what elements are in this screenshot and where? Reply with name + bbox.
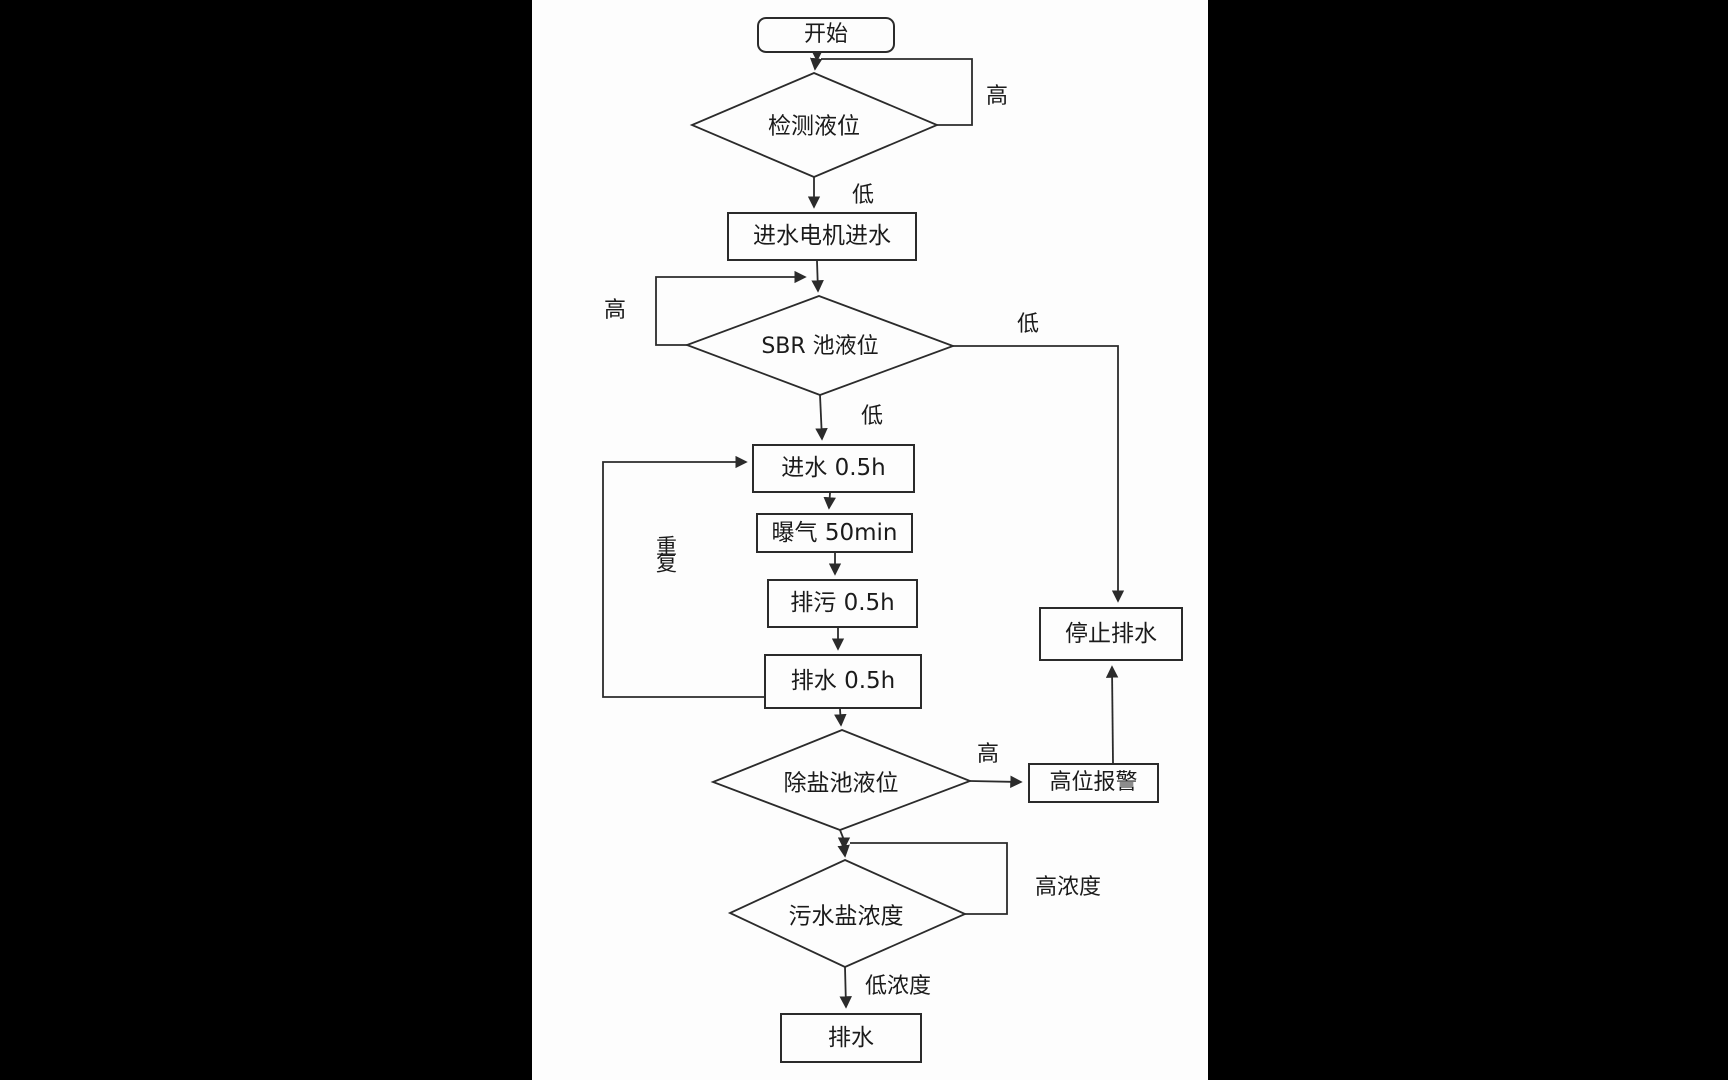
edge-label-high-concentration: 高浓度 [1034, 875, 1102, 900]
edge-sbr-to-inlet05h [815, 394, 828, 441]
start-node: 开始 [757, 17, 895, 53]
edge-sbr-to-stopdrain [953, 345, 1125, 603]
edge-inletmotor-to-sbr [811, 260, 824, 293]
salt-conc-decision-shape [727, 859, 968, 968]
detect-level-decision-shape [689, 72, 940, 178]
drain-05h-process: 排水 0.5h [764, 654, 922, 709]
inlet-motor-process: 进水电机进水 [727, 212, 917, 261]
edge-desalt-to-saltconc-c [837, 844, 850, 858]
edge-repeat-loop [602, 455, 764, 698]
sbr-level-decision-shape [684, 295, 956, 396]
edge-label-low-1: 低 [851, 183, 875, 208]
edge-label-low-3: 低 [1016, 312, 1040, 337]
edge-label-repeat: 重复 [653, 535, 678, 569]
edge-label-high-1: 高 [985, 84, 1009, 109]
drain-final-process: 排水 [780, 1013, 922, 1063]
aeration-50min-process: 曝气 50min [756, 513, 913, 553]
stop-drain-process: 停止排水 [1039, 607, 1183, 661]
edge-label-low-2: 低 [860, 404, 884, 429]
edge-start-to-detect-b [809, 57, 823, 71]
edge-inlet-to-aeration [823, 492, 836, 510]
edge-sbr-high-loop [655, 270, 807, 346]
edge-label-high-2: 高 [603, 298, 627, 323]
edge-detect-high-loop [821, 58, 973, 126]
edge-label-low-concentration: 低浓度 [864, 974, 932, 999]
high-alarm-process: 高位报警 [1028, 763, 1159, 803]
edge-saltconc-to-drain [839, 966, 852, 1009]
inlet-05h-process: 进水 0.5h [752, 444, 915, 493]
salt-conc-decision-label: 污水盐浓度 [788, 903, 904, 930]
sbr-level-decision-label: SBR 池液位 [761, 334, 879, 359]
desalt-level-decision-shape [710, 729, 973, 831]
edge-desalt-to-saltconc-a [839, 829, 845, 841]
edge-alarm-to-stopdrain [1105, 665, 1119, 764]
blowdown-05h-process: 排污 0.5h [767, 579, 918, 628]
detect-level-decision-label: 检测液位 [768, 113, 860, 140]
edge-drain05h-to-desalt [834, 708, 847, 727]
edge-label-high-3: 高 [976, 742, 1000, 767]
desalt-level-decision-label: 除盐池液位 [783, 770, 899, 797]
edge-desalt-to-alarm [969, 775, 1023, 789]
edge-highconc-loop [850, 842, 1008, 915]
